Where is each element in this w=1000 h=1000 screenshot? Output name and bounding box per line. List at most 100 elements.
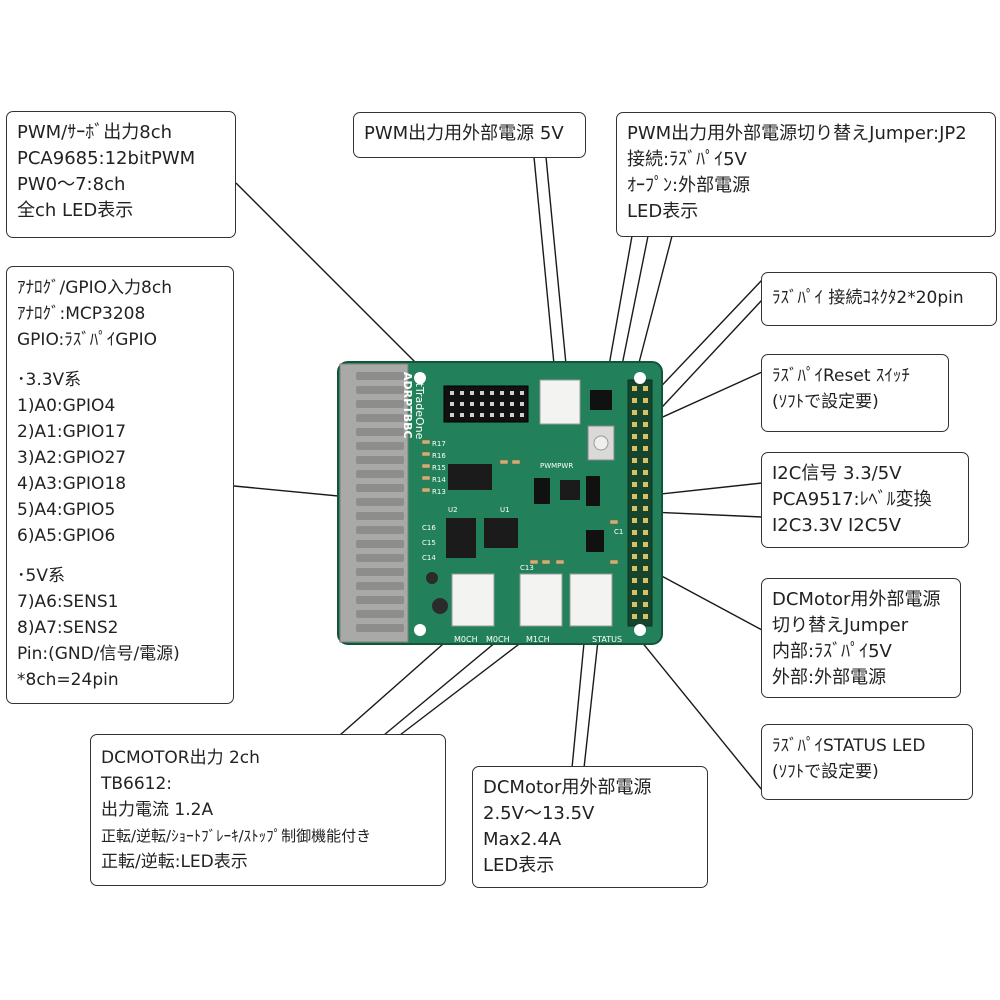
callout-line: 5)A4:GPIO5: [17, 500, 116, 520]
rpi-header-pins: [632, 386, 648, 619]
callout-line: 内部:ﾗｽﾞﾊﾟｲ5V: [772, 641, 892, 662]
callout-line: PW0〜7:8ch: [17, 174, 126, 195]
chip-pca9685: [448, 464, 492, 490]
callout-line: (ｿﾌﾄで設定要): [772, 762, 879, 782]
pwm-header-pins: [450, 391, 524, 417]
callout-status-led: ﾗｽﾞﾊﾟｲSTATUS LED (ｿﾌﾄで設定要): [761, 724, 973, 800]
rpi-header: [627, 379, 653, 627]
leader-pwm-power-a: [533, 156, 557, 386]
callout-pwm-jumper: PWM出力用外部電源切り替えJumper:JP2 接続:ﾗｽﾞﾊﾟｲ5V ｵｰﾌ…: [616, 112, 996, 237]
ref-label: C1: [614, 528, 623, 536]
silk-refs: R17 R16 R15 R14 R13 U1 C16 C15 C14 U2 C1…: [422, 440, 623, 572]
ref-label: R17: [432, 440, 446, 448]
callout-line: Max2.4A: [483, 829, 562, 850]
ref-label: R16: [432, 452, 446, 460]
callout-line: 接続:ﾗｽﾞﾊﾟｲ5V: [627, 149, 747, 170]
callout-line: 6)A5:GPIO6: [17, 526, 116, 546]
ref-label: R13: [432, 488, 446, 496]
grey-header-pins: [356, 372, 404, 632]
ref-label: C14: [422, 554, 436, 562]
callout-line: 正転/逆転:LED表示: [101, 852, 248, 872]
chip-pca9517: [560, 480, 580, 500]
jumper-jp2: [590, 390, 612, 410]
ref-label: C15: [422, 539, 436, 547]
i2c-jumper-b: [586, 476, 600, 506]
callout-line: 3)A2:GPIO27: [17, 448, 127, 468]
callout-line: DCMotor用外部電源: [483, 777, 652, 798]
callout-line: 2)A1:GPIO17: [17, 422, 127, 442]
silk-m0ch-b: M0CH: [486, 635, 510, 644]
board-brand-silk: BitTradeOne: [413, 372, 426, 440]
callout-line: ･5V系: [17, 566, 65, 586]
callout-line: ｱﾅﾛｸﾞ/GPIO入力8ch: [17, 278, 172, 298]
spacer: [17, 353, 223, 367]
callout-line: 4)A3:GPIO18: [17, 474, 127, 494]
ref-label: R15: [432, 464, 446, 472]
callout-line: PWM出力用外部電源 5V: [364, 123, 564, 144]
callout-line: 8)A7:SENS2: [17, 618, 119, 638]
callout-line: DCMotor用外部電源: [772, 589, 941, 610]
callout-line: ﾗｽﾞﾊﾟｲSTATUS LED: [772, 736, 926, 756]
callout-rpi-connector: ﾗｽﾞﾊﾟｲ 接続ｺﾈｸﾀ2*20pin: [761, 272, 997, 326]
ref-label: C13: [520, 564, 534, 572]
chip-tb6612: [484, 518, 518, 548]
callout-line: TB6612:: [101, 774, 173, 794]
capacitors: [426, 572, 448, 614]
callout-line: PWM出力用外部電源切り替えJumper:JP2: [627, 123, 967, 144]
callout-dc-output: DCMOTOR出力 2ch TB6612: 出力電流 1.2A 正転/逆転/ｼｮ…: [90, 734, 446, 886]
chip-mcp3208: [446, 518, 476, 558]
callout-line: DCMOTOR出力 2ch: [101, 748, 260, 768]
leader-dcpower-b: [583, 621, 601, 769]
board-model-silk: ADRPTBBC: [401, 372, 414, 439]
pwm-power-connector: [539, 379, 581, 425]
leader-rpi-b: [649, 299, 763, 421]
callout-line: 切り替えJumper: [772, 615, 909, 636]
leader-pwm-servo: [235, 182, 449, 396]
ref-label: U1: [500, 506, 510, 514]
silk-pwmpwr: PWMPWR: [540, 462, 573, 470]
pwm-header: [443, 385, 529, 423]
callout-line: *8ch=24pin: [17, 670, 119, 690]
ref-label: U2: [448, 506, 458, 514]
callout-line: GPIO:ﾗｽﾞﾊﾟｲGPIO: [17, 330, 158, 350]
callout-line: I2C信号 3.3/5V: [772, 463, 902, 484]
callout-pwm-servo: PWM/ｻｰﾎﾞ出力8ch PCA9685:12bitPWM PW0〜7:8ch…: [6, 111, 236, 238]
callout-line: ｱﾅﾛｸﾞ:MCP3208: [17, 304, 146, 324]
callout-pwm-power: PWM出力用外部電源 5V: [353, 112, 586, 158]
callout-line: PWM/ｻｰﾎﾞ出力8ch: [17, 122, 173, 143]
callout-line: PCA9685:12bitPWM: [17, 148, 196, 169]
callout-line: ﾗｽﾞﾊﾟｲReset ｽｲｯﾁ: [772, 366, 910, 386]
callout-line: ｵｰﾌﾟﾝ:外部電源: [627, 175, 751, 196]
leader-rpi-a: [649, 279, 763, 399]
dc-power-connector-left: [451, 573, 495, 627]
dc-power-connector-right: [569, 573, 613, 627]
silk-status: STATUS: [592, 635, 622, 644]
callout-line: 1)A0:GPIO4: [17, 396, 116, 416]
callout-line: Pin:(GND/信号/電源): [17, 644, 180, 664]
callout-reset-switch: ﾗｽﾞﾊﾟｲReset ｽｲｯﾁ (ｿﾌﾄで設定要): [761, 354, 949, 432]
silk-m0ch-a: M0CH: [454, 635, 478, 644]
i2c-jumper-a: [534, 478, 550, 504]
callout-line: (ｿﾌﾄで設定要): [772, 392, 879, 412]
callout-line: 外部:外部電源: [772, 667, 887, 688]
ref-label: C16: [422, 524, 436, 532]
callout-i2c: I2C信号 3.3/5V PCA9517:ﾚﾍﾞﾙ変換 I2C3.3V I2C5…: [761, 452, 969, 548]
callout-line: 7)A6:SENS1: [17, 592, 119, 612]
callout-line: ･3.3V系: [17, 370, 82, 390]
ref-label: R14: [432, 476, 446, 484]
callout-line: ﾗｽﾞﾊﾟｲ 接続ｺﾈｸﾀ2*20pin: [772, 288, 964, 308]
passive-components: [421, 439, 619, 565]
leader-dcpower-a: [571, 621, 587, 769]
silk-m1ch: M1CH: [526, 635, 550, 644]
callout-line: 全ch LED表示: [17, 200, 134, 221]
callout-line: 2.5V〜13.5V: [483, 803, 595, 824]
mounting-holes: [414, 372, 646, 636]
callout-line: PCA9517:ﾚﾍﾞﾙ変換: [772, 489, 932, 510]
callout-line: I2C3.3V I2C5V: [772, 515, 902, 536]
dc-power-connector-mid: [519, 573, 563, 627]
callout-line: 出力電流 1.2A: [101, 800, 214, 820]
callout-analog-gpio: ｱﾅﾛｸﾞ/GPIO入力8ch ｱﾅﾛｸﾞ:MCP3208 GPIO:ﾗｽﾞﾊﾟ…: [6, 266, 234, 704]
callout-dc-power: DCMotor用外部電源 2.5V〜13.5V Max2.4A LED表示: [472, 766, 708, 888]
